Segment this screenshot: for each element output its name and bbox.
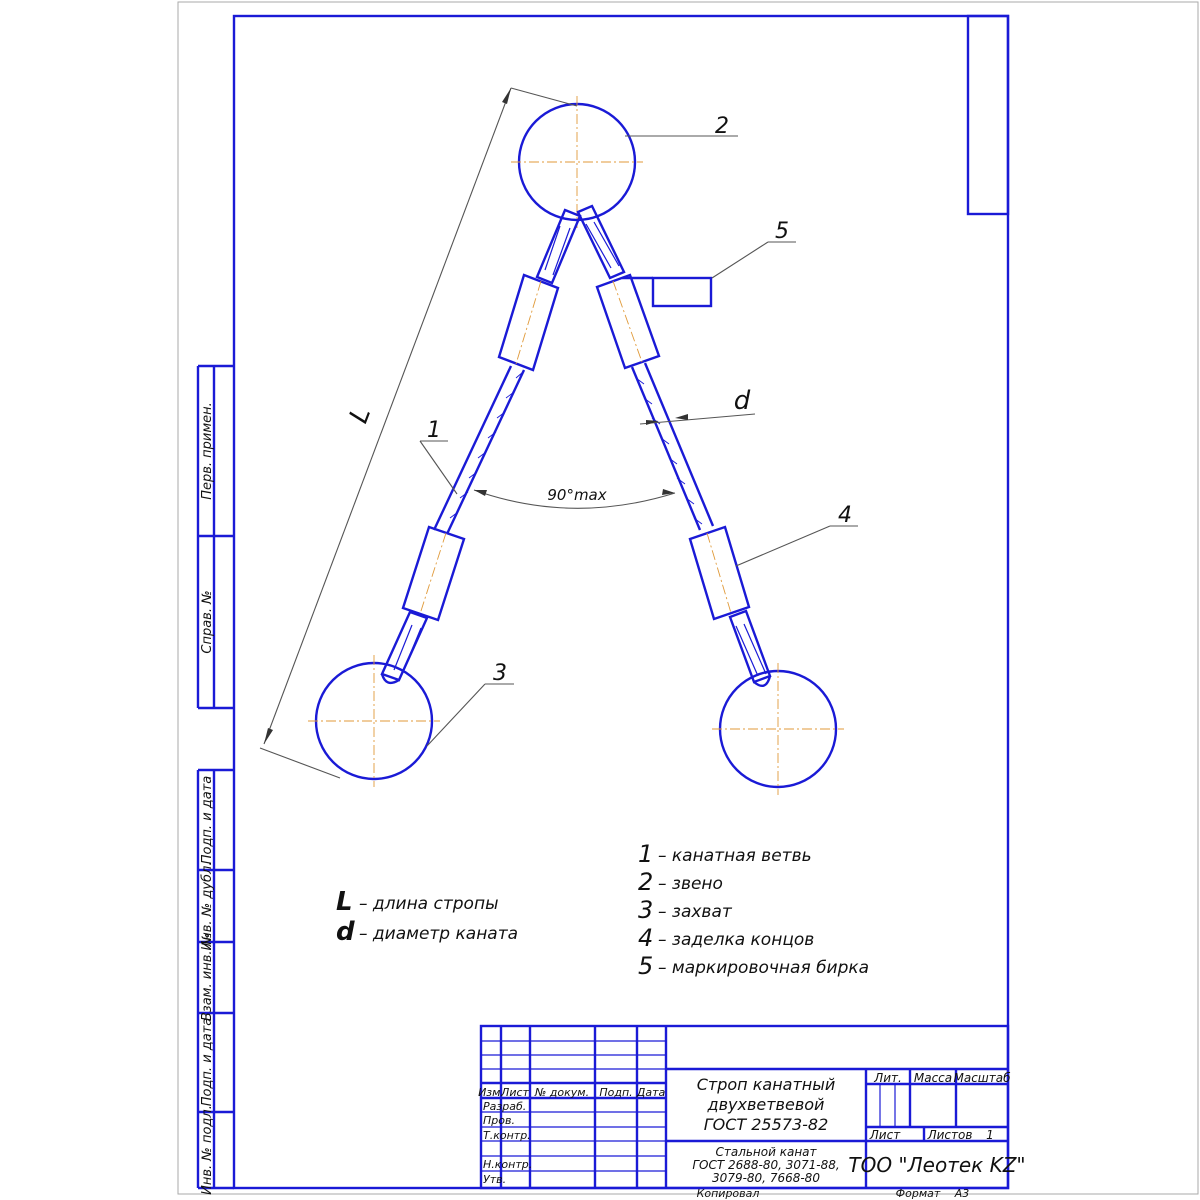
pos-3-label: 3 — [493, 661, 507, 686]
dim-d-label: d — [734, 386, 751, 416]
pos-4-label: 4 — [838, 503, 852, 528]
angle-label: 90°max — [547, 486, 606, 504]
material-3: 3079-80, 7668-80 — [712, 1171, 820, 1185]
sheet-trim-border — [177, 1, 1199, 1195]
legend-num-1: 1 — [638, 840, 653, 868]
stamp-repl-inv-no: Взам. инв. № — [200, 933, 215, 1021]
drawing-title-3: ГОСТ 25573-82 — [704, 1115, 829, 1134]
legend-d-text: – диаметр каната — [359, 924, 518, 944]
title-block-text: Изм. Лист № докум. Подп. Дата Разраб. Пр… — [478, 1071, 1026, 1200]
col-date: Дата — [636, 1086, 666, 1099]
legend-num-2: 2 — [638, 868, 653, 896]
marking-tag — [651, 276, 713, 308]
material-2: ГОСТ 2688-80, 3071-88, — [692, 1158, 839, 1172]
format-label: Формат — [896, 1187, 941, 1200]
legend-num-3: 3 — [638, 896, 653, 924]
legend-text-4: – заделка концов — [658, 930, 814, 950]
copied-label: Копировал — [697, 1187, 760, 1200]
sheets-count: 1 — [986, 1128, 994, 1142]
left-rope-branch — [380, 208, 582, 685]
legend-L-text: – длина стропы — [359, 894, 499, 914]
pos-5-label: 5 — [775, 219, 789, 244]
company-name: ТОО "Леотек KZ" — [848, 1153, 1025, 1177]
legend-d-symbol: d — [336, 917, 355, 947]
stamp-sign-date-1: Подп. и дата — [200, 776, 215, 865]
mass-label: Масса — [914, 1071, 952, 1085]
ferrule-lower-right — [688, 525, 751, 621]
right-rope-branch — [576, 204, 772, 688]
title-block-grid — [479, 1024, 1010, 1190]
legend-text-2: – звено — [658, 874, 723, 894]
top-right-stamp-box — [966, 14, 1010, 216]
sheets-label: Листов — [927, 1128, 973, 1142]
angle-arc — [473, 489, 676, 509]
drawing-title-2: двухветвевой — [707, 1095, 825, 1114]
stamp-dup-inv-no: Инв. № дубл. — [200, 862, 215, 951]
dim-L-label: L — [344, 403, 377, 427]
stamp-reference-no: Справ. № — [200, 590, 215, 653]
row-checked: Пров. — [483, 1114, 515, 1127]
row-approved: Утв. — [483, 1173, 506, 1186]
col-doc-no: № докум. — [534, 1086, 589, 1099]
sheet-label: Лист — [869, 1128, 901, 1142]
legend-num-5: 5 — [638, 952, 653, 980]
format-value: А3 — [954, 1187, 970, 1200]
legend-text-5: – маркировочная бирка — [658, 958, 869, 978]
position-leaders — [419, 135, 858, 747]
stamp-orig-inv-no: Инв. № подл. — [200, 1105, 215, 1195]
scale-label: Масштаб — [953, 1071, 1011, 1085]
col-list: Лист — [500, 1086, 529, 1099]
stamp-sign-date-2: Подп. и дата — [200, 1018, 215, 1107]
side-stamp-column — [196, 364, 234, 1190]
col-izm: Изм. — [478, 1086, 504, 1099]
legend-left: L – длина стропы d – диаметр каната — [336, 887, 518, 947]
ferrule-upper-right — [595, 273, 661, 370]
ferrule-lower-left — [401, 525, 466, 622]
legend-right: 1 – канатная ветвь 2 – звено 3 – захват … — [638, 840, 869, 980]
lit-label: Лит. — [873, 1071, 902, 1085]
pos-1-label: 1 — [427, 418, 441, 443]
ferrule-upper-left — [497, 273, 560, 372]
stamp-first-use: Перв. примен. — [200, 402, 215, 500]
dim-d-leader — [639, 413, 756, 425]
dimension-L — [259, 87, 578, 779]
row-tech-control: Т.контр. — [483, 1129, 531, 1142]
legend-L-symbol: L — [336, 887, 353, 917]
row-developed: Разраб. — [483, 1100, 526, 1113]
legend-text-3: – захват — [658, 902, 733, 922]
col-sign: Подп. — [599, 1086, 632, 1099]
row-norm-control: Н.контр. — [483, 1158, 532, 1171]
legend-text-1: – канатная ветвь — [658, 846, 812, 866]
material-1: Стальной канат — [715, 1145, 817, 1159]
pos-2-label: 2 — [715, 114, 729, 139]
drawing-frame — [232, 14, 1010, 1190]
side-stamp-labels: Перв. примен. Справ. № Подп. и дата Инв.… — [200, 402, 215, 1195]
legend-num-4: 4 — [638, 924, 653, 952]
drawing-title-1: Строп канатный — [697, 1075, 836, 1094]
